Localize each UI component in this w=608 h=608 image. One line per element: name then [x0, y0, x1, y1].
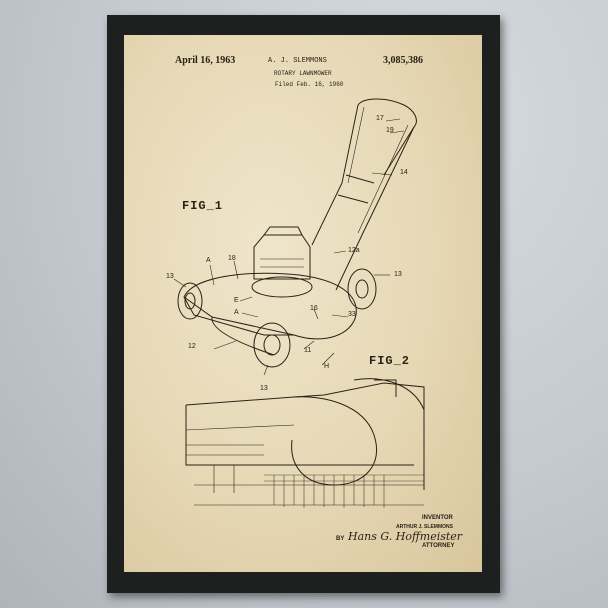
cross-section-top [185, 382, 425, 490]
ref-16: 16 [310, 305, 318, 312]
mower-deck [183, 272, 357, 340]
ref-13-bottom: 13 [260, 385, 268, 392]
ref-13-left: 13 [166, 273, 174, 280]
ref-12: 12 [188, 343, 196, 350]
cross-section-blade-housing [291, 396, 378, 486]
ref-18: 18 [228, 255, 236, 262]
ref-E: E [234, 297, 239, 304]
engine-housing [253, 234, 311, 280]
attorney-label: ATTORNEY [422, 543, 455, 549]
ref-17: 17 [376, 115, 384, 122]
inventor-label: INVENTOR [422, 515, 453, 521]
inventor-name: ARTHUR J. SLEMMONS [396, 524, 453, 530]
handle-loop [357, 98, 417, 176]
filed-date: Filed Feb. 16, 1960 [275, 81, 344, 88]
ref-12a: 12a [348, 247, 360, 254]
ref-A-top: A [206, 257, 211, 264]
handle-right-bar [335, 126, 415, 291]
ref-33: 33 [348, 311, 356, 318]
patent-number: 3,085,386 [383, 55, 423, 66]
ref-A-bottom: A [234, 309, 239, 316]
ref-14: 14 [400, 169, 408, 176]
attorney-signature: Hans G. Hoffmeister [348, 530, 463, 543]
front-right-wheel [253, 322, 291, 368]
ref-19: 19 [386, 127, 394, 134]
inventor-header: A. J. SLEMMONS [268, 57, 327, 65]
grass-strokes [273, 475, 385, 508]
patent-title: ROTARY LAWNMOWER [274, 70, 332, 77]
by-label: BY [336, 536, 345, 542]
figure-2-label: FIG_2 [369, 354, 411, 368]
figure-1-label: FIG_1 [182, 199, 224, 213]
ref-11: 11 [304, 347, 312, 354]
ref-13-right: 13 [394, 271, 402, 278]
front-left-wheel [177, 282, 203, 320]
engine-base [251, 276, 313, 298]
patent-print: April 16, 1963 A. J. SLEMMONS 3,085,386 … [124, 35, 482, 572]
ref-H: H [324, 363, 330, 370]
handle-left-bar [311, 104, 359, 246]
lawnmower-drawing [173, 98, 425, 508]
patent-date: April 16, 1963 [175, 55, 236, 66]
rear-right-wheel [347, 268, 377, 310]
